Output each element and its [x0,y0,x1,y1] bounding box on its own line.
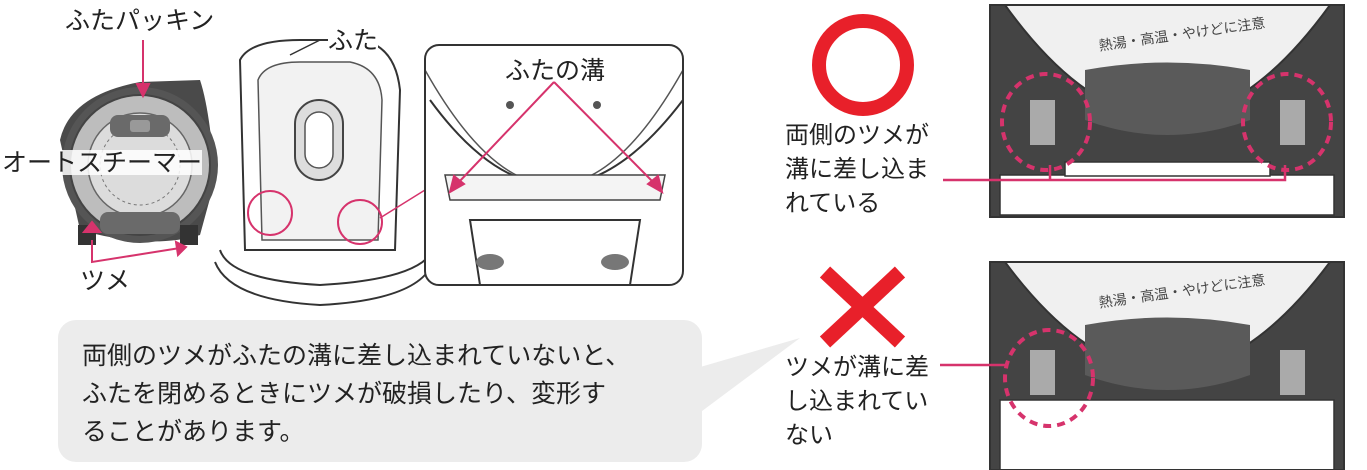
claw-highlight-left [247,190,293,236]
note-text: 両側のツメがふたの溝に差し込まれていないと、 ふたを閉めるときにツメが破損したり… [82,337,702,451]
incorrect-line-1: ツメが溝に差 [785,353,929,381]
incorrect-cross-icon [819,266,906,348]
claw-ok-left [1000,72,1092,172]
label-arrows [81,40,664,264]
claw-highlight-right [337,199,383,245]
incorrect-example-illustration [989,261,1345,470]
correct-line-3: れている [785,189,881,217]
label-lid-groove: ふたの溝 [505,56,606,85]
note-line-3: ることがあります。 [82,417,305,446]
note-line-1: 両側のツメがふたの溝に差し込まれていないと、 [82,341,631,370]
correct-caption: 両側のツメが 溝に差し込ま れている [785,118,929,220]
correct-line-2: 溝に差し込ま [785,155,929,183]
label-auto-steamer: オートスチーマー [2,148,203,177]
label-lid-packing: ふたパッキン [65,6,215,35]
incorrect-line-3: ない [785,421,833,449]
note-line-2: ふたを閉めるときにツメが破損したり、変形す [82,379,607,408]
zoom-line [379,189,426,219]
incorrect-line-2: し込まれてい [785,387,929,415]
label-claws: ツメ [80,266,131,295]
note-bubble [58,320,800,462]
incorrect-caption: ツメが溝に差 し込まれてい ない [785,350,929,452]
rice-cooker-lid-illustration [214,39,433,307]
correct-line-1: 両側のツメが [785,121,929,149]
claw-ng-left [1003,328,1095,428]
correct-example-illustration [989,4,1345,218]
ok-connector [943,165,1287,182]
claw-ok-right [1241,72,1333,172]
correct-circle-icon [812,14,914,116]
groove-detail-box [424,44,684,286]
label-lid: ふた [328,26,379,55]
